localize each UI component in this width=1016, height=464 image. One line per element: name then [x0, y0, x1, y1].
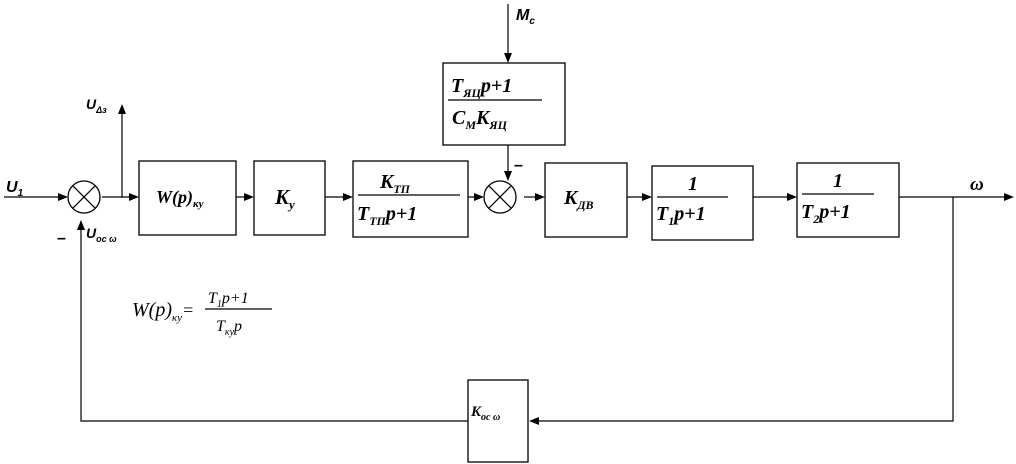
wire-feedback-path	[538, 197, 954, 422]
controller-block: W(p)ку	[138, 160, 237, 236]
motor-gain-block: KДВ	[544, 162, 628, 238]
lag1-block: 1 T1p+1	[651, 165, 754, 241]
feedback-minus-sign: –	[57, 230, 66, 247]
arrow-feedback-into-sum1	[77, 220, 85, 230]
svg-text:TЯЦp+1: TЯЦp+1	[451, 75, 512, 100]
arrow-into-sum1	[58, 193, 68, 201]
arrow-into-motor-gain	[535, 193, 545, 201]
arrowheads	[58, 53, 1014, 425]
lag2-block: 1 T2p+1	[796, 162, 900, 238]
svg-text:T1p+1: T1p+1	[208, 290, 249, 310]
svg-text:KТП: KТП	[379, 171, 411, 196]
svg-text:1: 1	[833, 170, 843, 192]
svg-text:T1p+1: T1p+1	[656, 203, 706, 228]
arrow-into-converter	[343, 193, 353, 201]
arrow-output	[1004, 193, 1014, 201]
arrow-into-amplifier	[244, 193, 254, 201]
svg-text:W(p)ку=: W(p)ку=	[132, 299, 194, 324]
svg-text:W(p)ку: W(p)ку	[156, 187, 204, 210]
feedback-block: Kос ω	[467, 379, 529, 463]
svg-text:Kос ω: Kос ω	[470, 404, 500, 423]
arrow-udz-up	[118, 104, 126, 114]
svg-text:T2p+1: T2p+1	[801, 201, 851, 226]
output-label: ω	[970, 174, 984, 195]
armature-block: TЯЦp+1 CМKЯЦ	[442, 62, 566, 146]
summing-junction-2	[483, 180, 517, 214]
amplifier-block: Kу	[253, 160, 326, 236]
controller-formula: W(p)ку= T1p+1 Tкуp	[132, 290, 272, 338]
disturbance-minus-sign: –	[514, 157, 523, 174]
arrow-into-armature	[504, 53, 512, 63]
arrow-into-controller	[129, 193, 139, 201]
arrow-into-feedback	[529, 417, 539, 425]
svg-text:Tкуp: Tкуp	[216, 318, 242, 338]
svg-text:CМKЯЦ: CМKЯЦ	[452, 107, 508, 132]
speed-error-tap-label: UΔз	[86, 96, 107, 115]
svg-text:1: 1	[688, 173, 698, 195]
converter-block: KТП TТПp+1	[352, 160, 469, 238]
disturbance-label: Mc	[516, 7, 535, 27]
arrow-into-lag2	[787, 193, 797, 201]
svg-text:Kу: Kу	[274, 185, 295, 212]
svg-text:KДВ: KДВ	[563, 187, 594, 212]
arrow-armature-into-sum2	[504, 171, 512, 181]
feedback-signal-label: Uос ω	[86, 225, 117, 244]
summing-junction-1	[67, 180, 101, 214]
svg-text:TТПp+1: TТПp+1	[357, 203, 417, 228]
signal-wires	[4, 4, 1006, 422]
wire-feedback-return	[80, 230, 468, 422]
arrow-into-sum2	[474, 193, 484, 201]
input-signal-label: U1	[6, 179, 24, 199]
arrow-into-lag1	[642, 193, 652, 201]
